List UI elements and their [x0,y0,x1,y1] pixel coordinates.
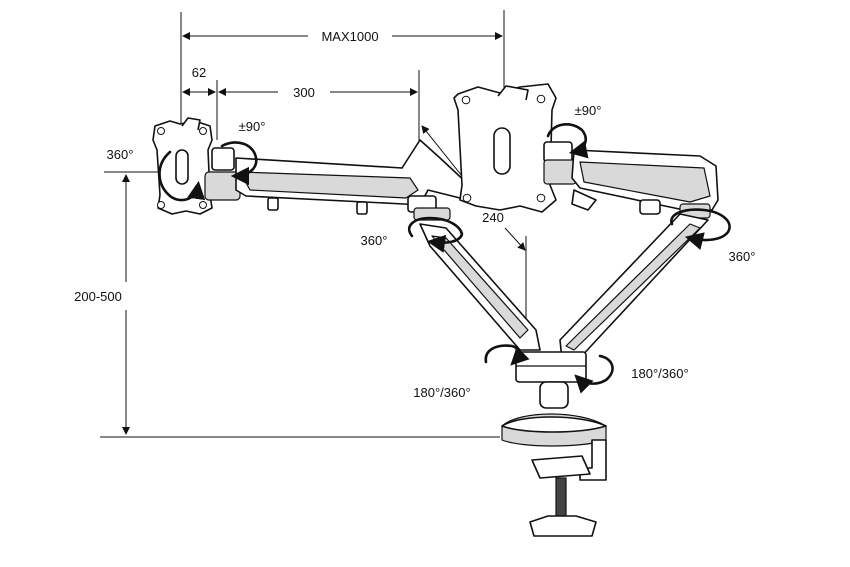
label-offset: 62 [192,65,206,80]
dimension-lines [100,10,527,438]
label-arm-length: 300 [293,85,315,100]
right-lower-arm [559,213,709,361]
label-left-swivel: 360° [107,147,134,162]
labels: MAX1000 62 300 200-500 240 360° ±90° ±90… [74,29,755,400]
label-left-tilt: ±90° [239,119,266,134]
right-vesa-plate [453,83,557,213]
left-upper-arm [235,139,471,221]
label-left-base: 180°/360° [413,385,470,400]
right-tilt-joint [543,141,577,185]
rotation-arrows [158,123,731,394]
center-post [501,351,607,447]
label-right-elbow: 360° [729,249,756,264]
right-upper-arm [571,149,719,219]
desk-clamp [529,439,607,537]
label-height-240: 240 [482,210,504,225]
label-right-base: 180°/360° [631,366,688,381]
label-right-tilt: ±90° [575,103,602,118]
label-max-width: MAX1000 [321,29,378,44]
label-left-elbow: 360° [361,233,388,248]
label-vertical-range: 200-500 [74,289,122,304]
left-tilt-joint [204,147,241,201]
